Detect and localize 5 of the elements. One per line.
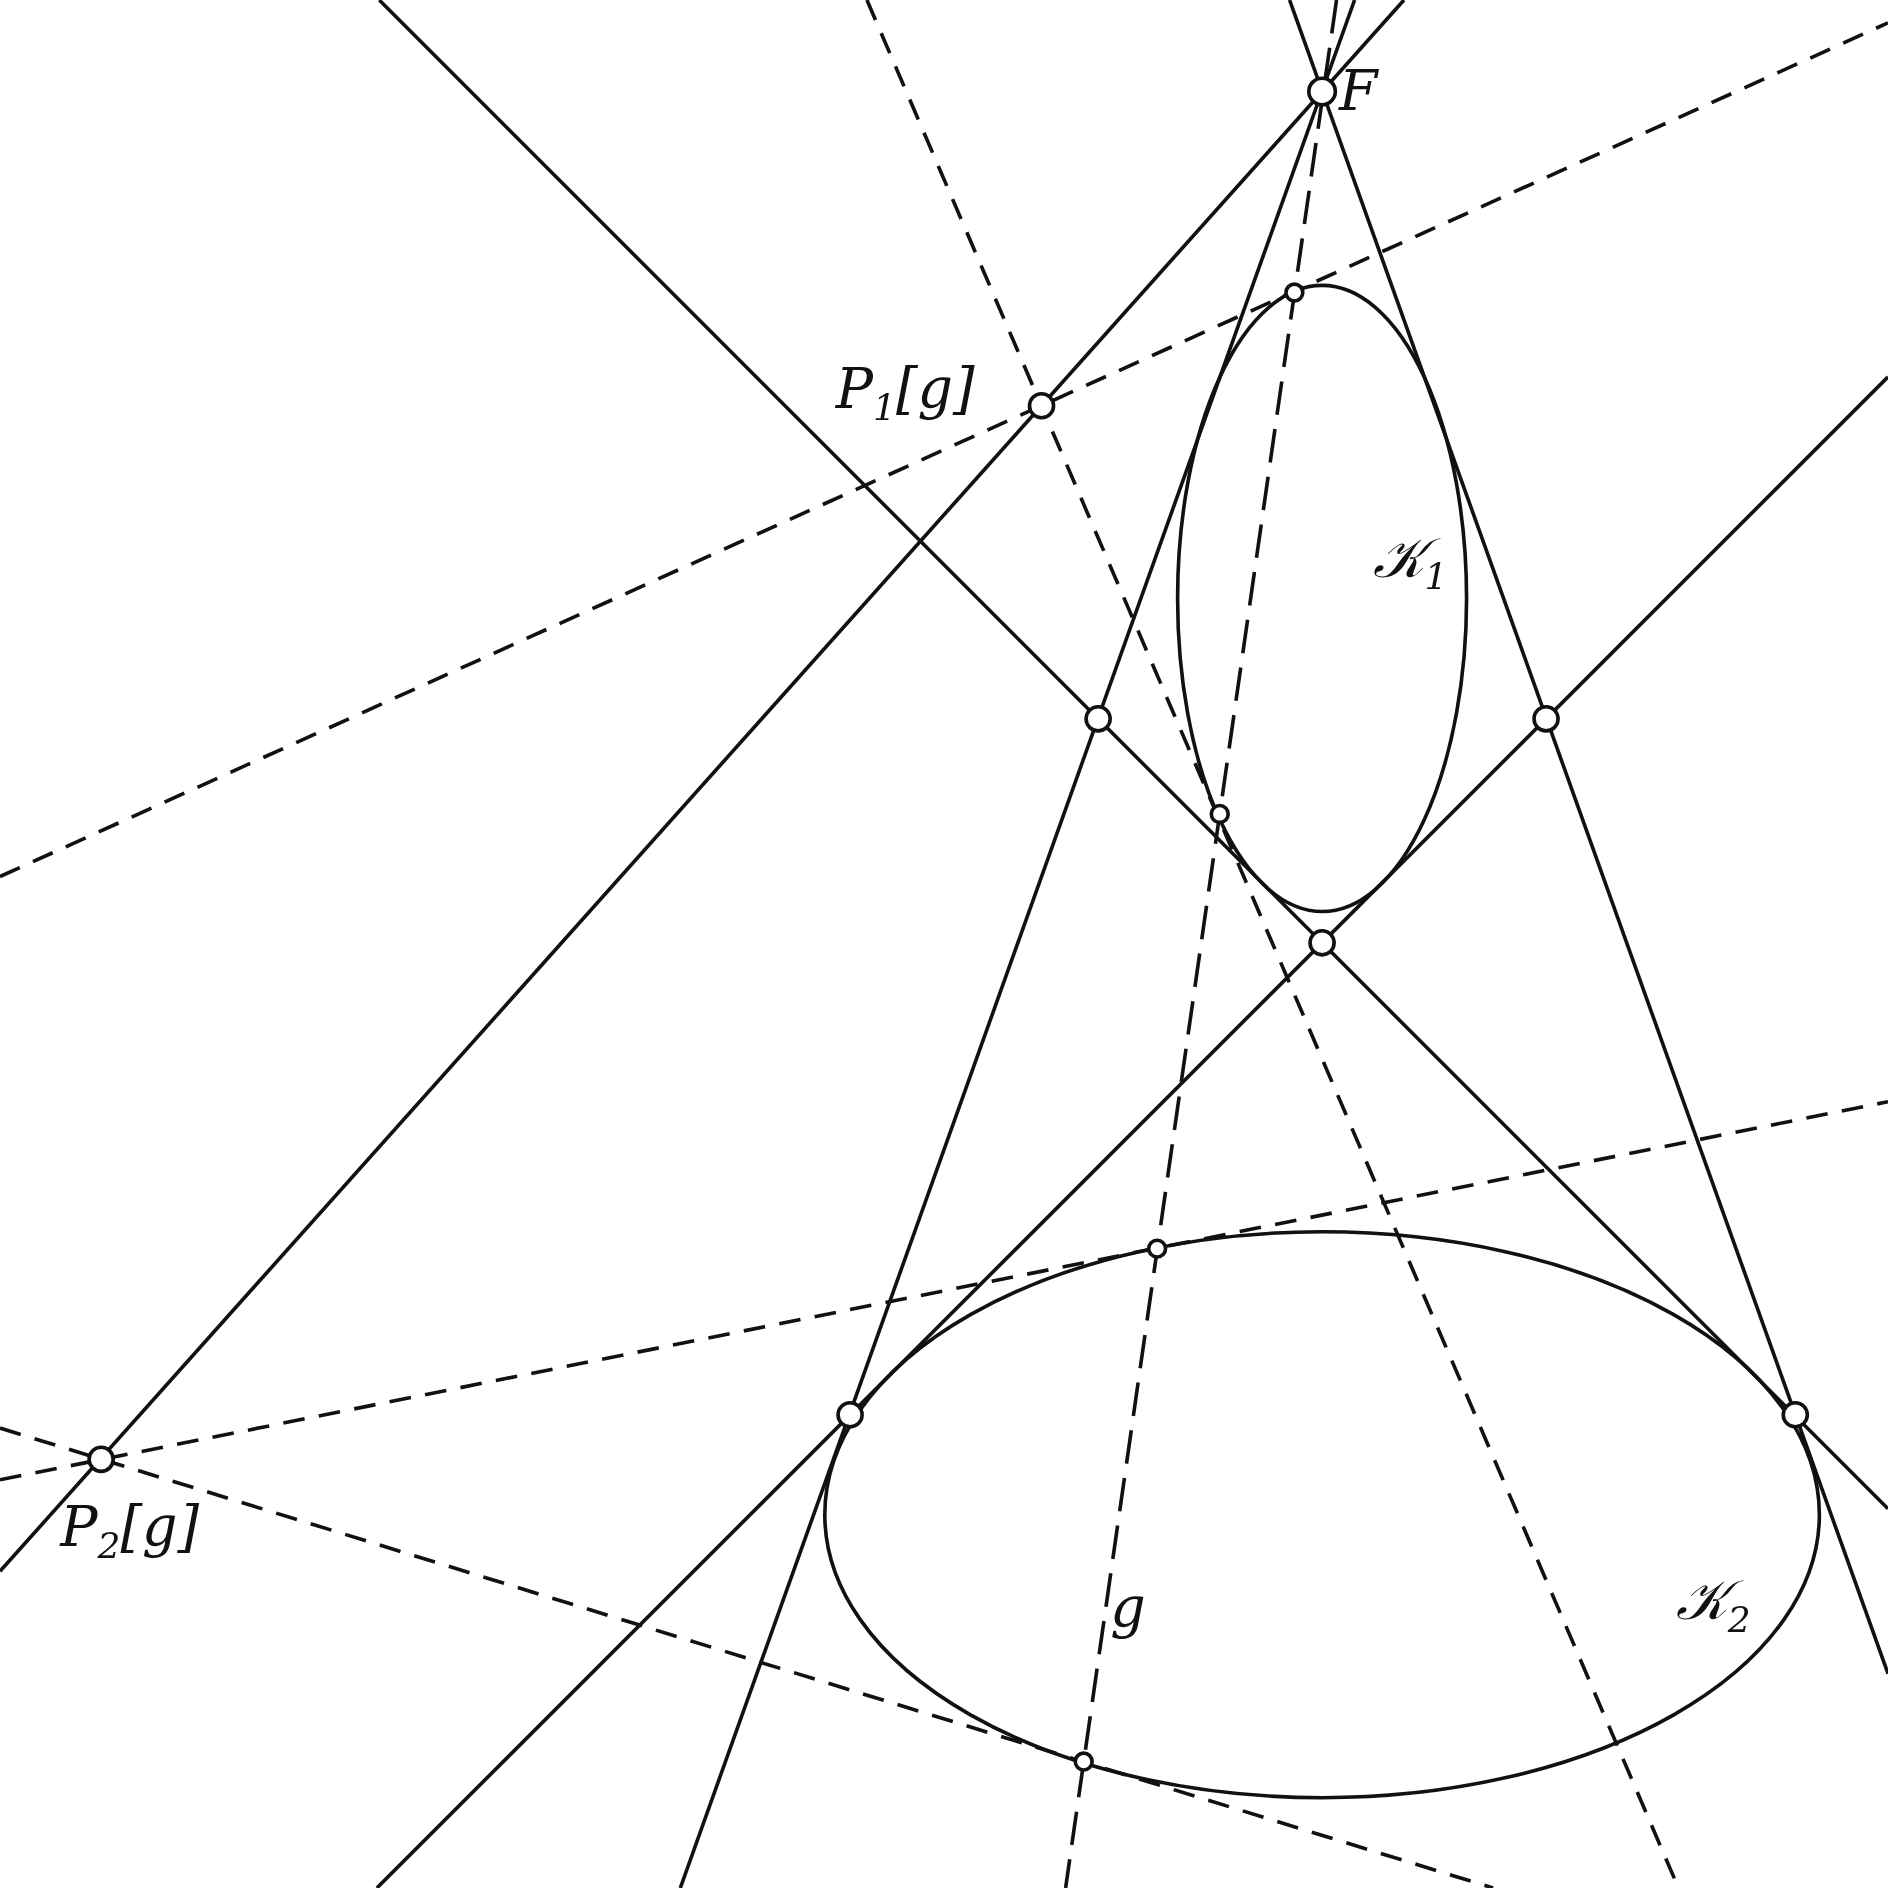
- curve-label: 𝒦$_{1}$: [1372, 529, 1448, 596]
- point-label: P$_{1}$[g]: [835, 361, 975, 427]
- point-label: P$_{2}$[g]: [60, 1499, 200, 1565]
- point-label: F: [1338, 62, 1378, 118]
- curve-label: 𝒦$_{2}$: [1676, 1572, 1751, 1638]
